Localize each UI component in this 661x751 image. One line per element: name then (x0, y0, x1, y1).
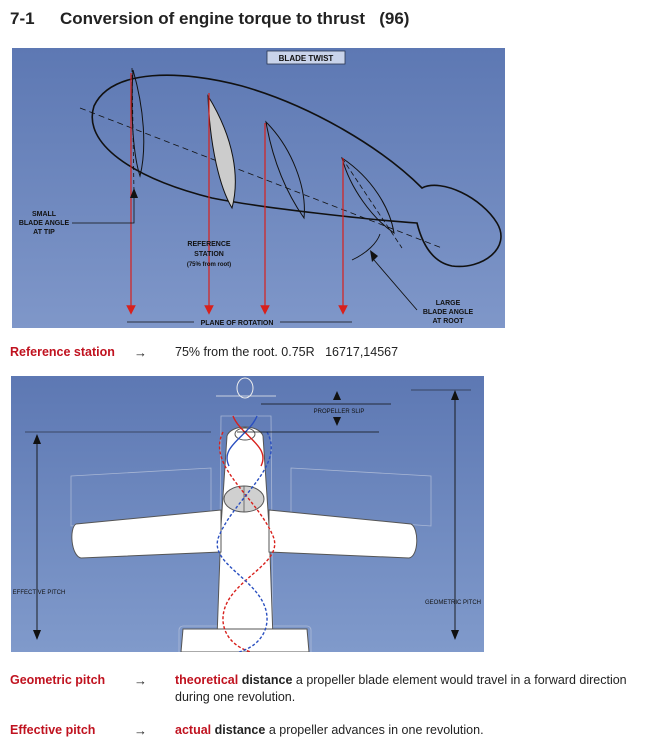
effective-pitch-row: Effective pitch → actual distance a prop… (10, 722, 650, 739)
geometric-pitch-bold: distance (241, 673, 293, 687)
small-angle-label-3: AT TIP (33, 229, 55, 236)
geometric-pitch-label: GEOMETRIC PITCH (425, 600, 481, 606)
reference-station-text: 75% from the root. 0.75R 16717,14567 (175, 344, 398, 361)
small-angle-label-1: SMALL (32, 211, 57, 218)
propeller-slip-label: PROPELLER SLIP (314, 409, 365, 415)
blade-twist-label: BLADE TWIST (279, 54, 334, 63)
reference-label-2: STATION (194, 251, 224, 258)
reference-label-3: (75% from root) (187, 262, 231, 268)
reference-station-value: 75% from the root. 0.75R (175, 345, 315, 359)
blade-twist-diagram: BLADE TWIST SMALL BLADE ANGLE AT TIP REF… (12, 48, 505, 328)
geometric-pitch-rest: a propeller blade element would travel i… (175, 673, 627, 704)
geometric-pitch-term: Geometric pitch (10, 673, 106, 687)
section-heading: 7-1 Conversion of engine torque to thrust… (10, 9, 409, 29)
effective-pitch-rest: a propeller advances in one revolution. (265, 723, 484, 737)
pitch-figure: PROPELLER SLIP GEOMETRIC PITCH EFFECTIVE… (11, 376, 484, 652)
effective-pitch-highlight: actual (175, 723, 212, 737)
blade-twist-figure: BLADE TWIST SMALL BLADE ANGLE AT TIP REF… (12, 48, 505, 328)
effective-pitch-term: Effective pitch (10, 723, 96, 737)
large-angle-label-2: BLADE ANGLE (423, 309, 474, 316)
plane-of-rotation-label: PLANE OF ROTATION (201, 320, 274, 327)
section-ref: (96) (379, 9, 410, 28)
reference-station-row: Reference station → 75% from the root. 0… (10, 344, 650, 361)
effective-pitch-label: EFFECTIVE PITCH (13, 590, 66, 596)
pitch-diagram: PROPELLER SLIP GEOMETRIC PITCH EFFECTIVE… (11, 376, 484, 652)
large-angle-label-3: AT ROOT (433, 318, 465, 325)
geometric-pitch-highlight: theoretical (175, 673, 239, 687)
effective-pitch-definition: actual distance a propeller advances in … (175, 722, 484, 739)
arrow-icon: → (134, 345, 147, 360)
reference-label-1: REFERENCE (187, 241, 231, 248)
reference-station-code: 16717,14567 (325, 345, 399, 359)
effective-pitch-bold: distance (214, 723, 266, 737)
arrow-icon: → (134, 723, 147, 738)
large-angle-label-1: LARGE (436, 300, 461, 307)
section-title: Conversion of engine torque to thrust (60, 9, 366, 28)
geometric-pitch-definition: theoretical distance a propeller blade e… (175, 672, 650, 706)
section-number: 7-1 (10, 9, 35, 28)
reference-station-term: Reference station (10, 345, 115, 359)
arrow-icon: → (134, 673, 147, 688)
geometric-pitch-row: Geometric pitch → theoretical distance a… (10, 672, 650, 708)
small-angle-label-2: BLADE ANGLE (19, 220, 70, 227)
